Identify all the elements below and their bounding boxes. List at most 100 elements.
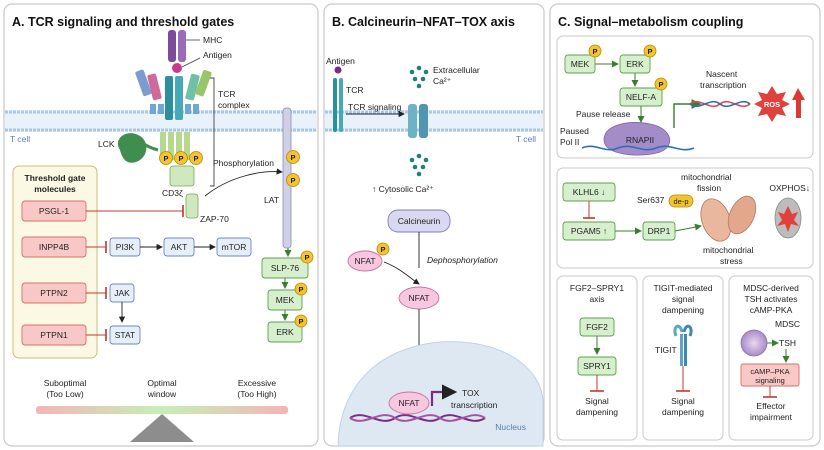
- svg-text:NFAT: NFAT: [398, 398, 419, 408]
- tsh-label: TSH: [779, 338, 796, 348]
- mhc-complex: [168, 30, 201, 73]
- effector-label-2: impairment: [750, 412, 793, 422]
- svg-text:Calcineurin: Calcineurin: [398, 216, 441, 226]
- nascent-dna: [689, 100, 751, 108]
- svg-text:P: P: [178, 154, 183, 163]
- panel-a: A. TCR signaling and threshold gates T c…: [3, 3, 319, 447]
- dephosphorylation-label: Dephosphorylation: [427, 255, 498, 265]
- scale-mid-1: Optimal: [147, 378, 176, 388]
- dephosphorylation-arrow: [383, 261, 420, 285]
- panel-b-tcell-label: T cell: [516, 134, 536, 144]
- svg-text:NELF-A: NELF-A: [626, 92, 657, 102]
- threshold-gate-title-2: molecules: [34, 184, 76, 194]
- panel-b-tcr-label: TCR: [346, 85, 363, 95]
- node-akt: AKT: [163, 237, 195, 257]
- svg-text:PI3K: PI3K: [116, 242, 135, 252]
- cd3z-phospho-sites: P P P: [159, 151, 203, 165]
- svg-text:signaling: signaling: [755, 376, 785, 385]
- paused-dna: [581, 145, 695, 151]
- tcr-complex-bracket: [210, 77, 215, 187]
- node-erk-a: ERK P: [267, 314, 308, 343]
- ros-up-arrow: [792, 88, 805, 118]
- tcr-complex-label-1: TCR: [218, 89, 235, 99]
- mdsc-cell: [740, 329, 768, 357]
- svg-text:P: P: [193, 154, 198, 163]
- svg-text:de-p: de-p: [673, 197, 688, 206]
- svg-text:PTPN1: PTPN1: [40, 330, 68, 340]
- tigit-signal-label-1: Signal: [671, 396, 695, 406]
- mhc-label: MHC: [203, 35, 222, 45]
- svg-text:INPP4B: INPP4B: [39, 242, 70, 252]
- scale-low-1: Suboptimal: [44, 378, 87, 388]
- tigit-label: TIGIT: [655, 345, 677, 355]
- tox-transcription-arrow: [430, 384, 458, 406]
- tigit-title-2: signal: [672, 294, 694, 304]
- tcr-signaling-label: TCR signaling: [348, 102, 402, 112]
- antigen-dot: [172, 63, 182, 73]
- damaged-mitochondrion: [774, 197, 802, 239]
- mdsc-label: MDSC: [775, 319, 800, 329]
- tigit-title-3: dampening: [662, 305, 704, 315]
- node-pgam5: PGAM5 ↑: [562, 221, 616, 241]
- gate-psgl1: PSGL-1: [21, 200, 87, 222]
- cytosolic-calcium-label: ↑ Cytosolic Ca²⁺: [372, 184, 434, 194]
- cytosolic-calcium-dots: [409, 153, 429, 177]
- node-mek-a: MEK P: [267, 282, 308, 311]
- svg-text:mTOR: mTOR: [222, 242, 247, 252]
- node-spry1: SPRY1: [577, 356, 617, 376]
- node-nfat-nuclear: NFAT: [388, 391, 430, 415]
- tcr-complex-label-2: complex: [218, 100, 250, 110]
- svg-text:KLHL6 ↓: KLHL6 ↓: [573, 187, 606, 197]
- svg-text:P: P: [658, 80, 663, 89]
- dep-badge: de-p: [668, 194, 694, 208]
- node-stat: STAT: [109, 325, 141, 345]
- fgf-signal-label-2: dampening: [576, 407, 618, 417]
- tox-label-1: TOX: [462, 388, 480, 398]
- node-klhl6: KLHL6 ↓: [562, 182, 616, 202]
- tox-label-2: transcription: [451, 400, 498, 410]
- svg-text:P: P: [298, 317, 303, 326]
- svg-text:NFAT: NFAT: [408, 293, 429, 303]
- node-jak: JAK: [109, 283, 135, 303]
- svg-text:P: P: [290, 153, 295, 162]
- extracellular-label-2: Ca²⁺: [433, 76, 452, 86]
- mdsc-title-3: cAMP-PKA: [750, 305, 793, 315]
- node-calcineurin: Calcineurin: [387, 209, 451, 233]
- scale-high-1: Excessive: [238, 378, 277, 388]
- panel-a-title: A. TCR signaling and threshold gates: [12, 15, 234, 29]
- svg-text:ERK: ERK: [626, 59, 644, 69]
- lck-kinase: [117, 133, 159, 163]
- svg-text:P: P: [163, 154, 168, 163]
- svg-text:SPRY1: SPRY1: [583, 361, 611, 371]
- gate-ptpn1: PTPN1: [21, 324, 87, 346]
- ser637-label: Ser637: [637, 195, 665, 205]
- phosphorylation-arrow: [204, 168, 283, 197]
- fgf-title-1: FGF2–SPRY1: [570, 283, 624, 293]
- mdsc-title-1: MDSC-derived: [743, 283, 799, 293]
- svg-text:NFAT: NFAT: [354, 256, 375, 266]
- tigit-signal-label-2: dampening: [662, 407, 704, 417]
- svg-text:MEK: MEK: [276, 295, 295, 305]
- nascent-label-1: Nascent: [706, 69, 738, 79]
- svg-text:FGF2: FGF2: [586, 322, 608, 332]
- svg-text:P: P: [380, 245, 385, 254]
- svg-text:P: P: [647, 47, 652, 56]
- mito-fission-label-1: mitochondrial: [681, 172, 732, 182]
- extracellular-label-1: Extracellular: [433, 65, 480, 75]
- antigen-label: Antigen: [203, 50, 232, 60]
- zap70-label: ZAP-70: [200, 214, 229, 224]
- fgf-title-2: axis: [589, 294, 604, 304]
- subpanel-mitochondria: [556, 167, 814, 269]
- svg-text:STAT: STAT: [115, 330, 135, 340]
- threshold-scale: [36, 406, 288, 442]
- mito-stress-label-1: mitochondrial: [703, 245, 754, 255]
- tigit-title-1: TIGIT-mediated: [653, 283, 712, 293]
- mitochondria-fission: [700, 195, 757, 242]
- node-pi3k: PI3K: [109, 237, 141, 257]
- panel-a-tcell-label: T cell: [10, 134, 30, 144]
- svg-text:P: P: [592, 47, 597, 56]
- calcium-channel: [408, 104, 428, 138]
- node-nelfa: NELF-A P: [619, 77, 668, 107]
- svg-text:DRP1: DRP1: [648, 226, 671, 236]
